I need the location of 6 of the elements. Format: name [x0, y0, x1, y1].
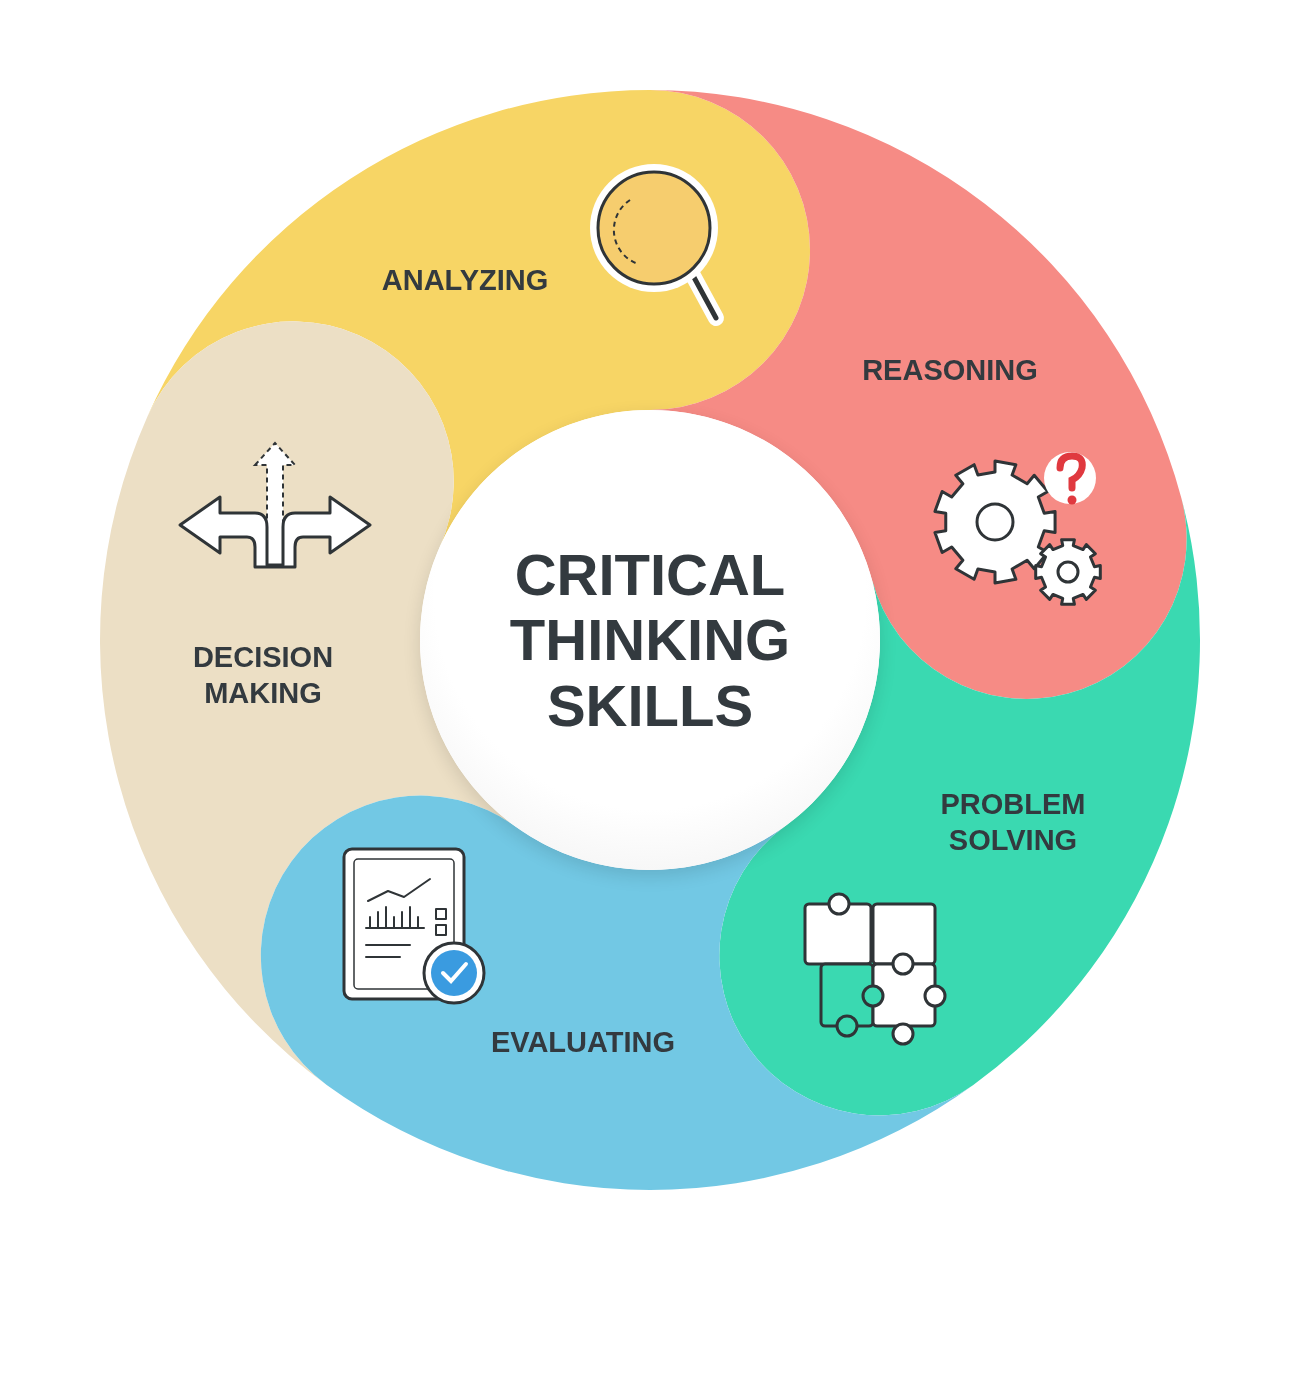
center-title: CRITICAL THINKING SKILLS: [508, 541, 792, 739]
segment-label: REASONING: [861, 352, 1039, 388]
segment-label: EVALUATING: [489, 1024, 677, 1060]
segment-label: ANALYZING: [380, 262, 550, 298]
segment-label: DECISION MAKING: [191, 639, 335, 711]
segment-label: PROBLEM SOLVING: [939, 786, 1087, 858]
